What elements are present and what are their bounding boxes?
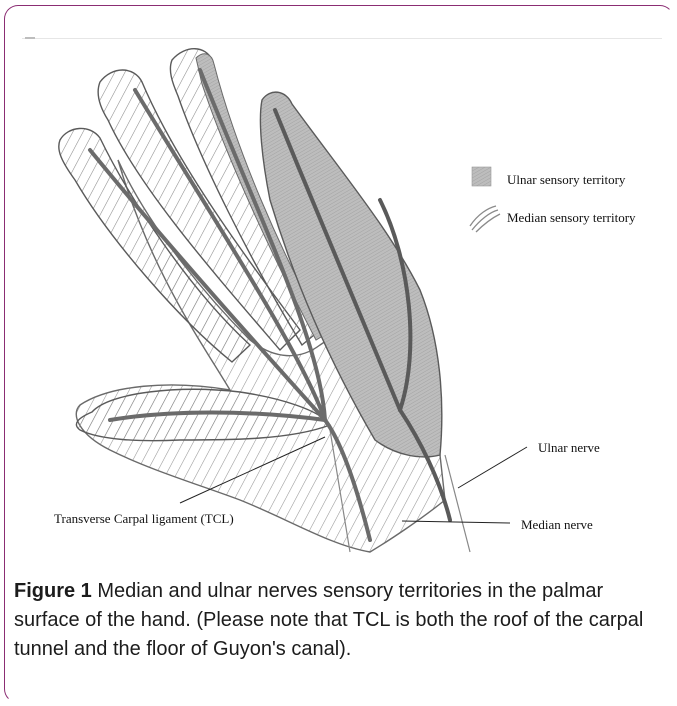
figure-caption: Figure 1 Median and ulnar nerves sensory… [14, 577, 669, 664]
legend-ulnar-label: Ulnar sensory territory [507, 172, 625, 188]
tcl-label: Transverse Carpal ligament (TCL) [54, 511, 234, 527]
median-nerve-leader [402, 521, 510, 523]
legend-ulnar-swatch [472, 167, 491, 186]
caption-text: Median and ulnar nerves sensory territor… [14, 580, 643, 660]
legend-median-label: Median sensory territory [507, 210, 636, 226]
caption-label: Figure 1 [14, 580, 92, 602]
ulnar-nerve-label: Ulnar nerve [538, 440, 600, 456]
legend-median-swatch [470, 206, 500, 232]
ulnar-nerve-leader [458, 447, 527, 488]
median-nerve-label: Median nerve [521, 517, 593, 533]
